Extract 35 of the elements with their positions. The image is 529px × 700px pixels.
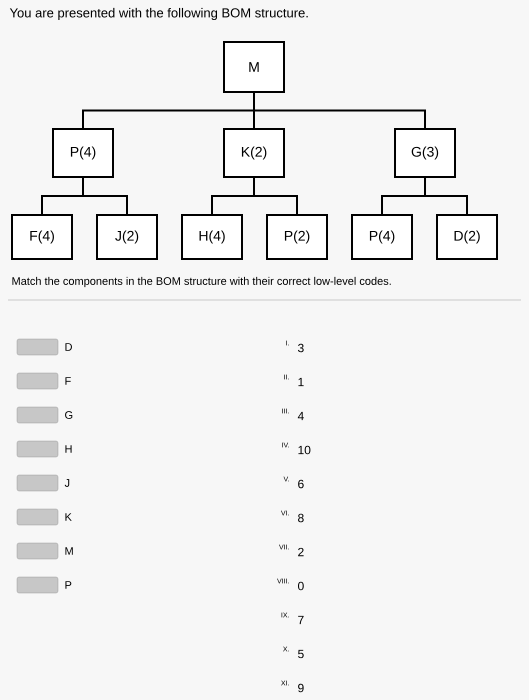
code-value: 0 bbox=[298, 582, 304, 590]
component-box: H(4) bbox=[181, 214, 243, 260]
item-letter: H bbox=[65, 445, 72, 453]
item-letter: F bbox=[65, 377, 71, 385]
code-value: 7 bbox=[298, 616, 304, 624]
item-letter: P bbox=[65, 581, 72, 589]
component-box: P(4) bbox=[351, 214, 413, 260]
component-box: F(4) bbox=[11, 214, 73, 260]
code-value: 4 bbox=[298, 412, 304, 420]
code-value: 6 bbox=[298, 480, 304, 488]
item-letter: G bbox=[65, 411, 72, 419]
code-value: 9 bbox=[298, 684, 304, 692]
connector-line bbox=[253, 178, 298, 214]
code-value: 3 bbox=[298, 344, 304, 352]
connector-line bbox=[82, 178, 128, 214]
code-value: 10 bbox=[298, 446, 310, 454]
component-box: P(2) bbox=[266, 214, 328, 260]
component-box: J(2) bbox=[96, 214, 158, 260]
connector-line bbox=[253, 93, 426, 128]
component-box: P(4) bbox=[52, 128, 114, 178]
component-box: M bbox=[223, 41, 285, 93]
component-box: G(3) bbox=[394, 128, 456, 178]
item-letter: K bbox=[65, 513, 72, 521]
code-value: 8 bbox=[298, 514, 304, 522]
code-value: 1 bbox=[298, 378, 304, 386]
item-letter: J bbox=[64, 479, 70, 487]
heading: You are presented with the following BOM structure. bbox=[10, 8, 308, 20]
code-value: 2 bbox=[298, 548, 304, 556]
item-letter: M bbox=[65, 547, 73, 555]
component-box: D(2) bbox=[436, 214, 498, 260]
connector-line bbox=[424, 178, 468, 214]
item-letter: D bbox=[65, 343, 72, 351]
instruction-text: Match the components in the BOM structure with their correct low-level codes. bbox=[12, 276, 391, 288]
component-box: K(2) bbox=[223, 128, 285, 178]
code-value: 5 bbox=[298, 650, 304, 658]
